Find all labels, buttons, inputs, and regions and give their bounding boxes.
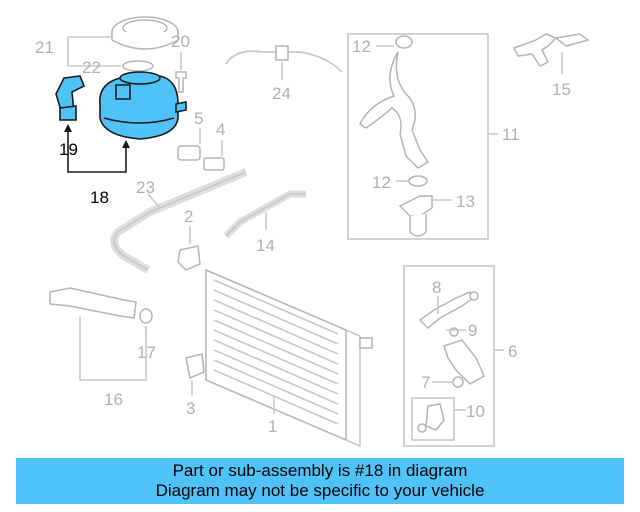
- bracket-18-19: [67, 128, 127, 173]
- callout-20: 20: [171, 32, 190, 51]
- callout-15: 15: [552, 80, 571, 99]
- callout-23: 23: [136, 178, 155, 197]
- callout-11: 11: [502, 125, 520, 144]
- callout-13: 13: [456, 192, 475, 211]
- callout-9: 9: [468, 321, 477, 340]
- callout-16: 16: [104, 390, 123, 409]
- pipe-part-16: [49, 287, 137, 319]
- callout-5: 5: [194, 109, 203, 128]
- callout-21: 21: [35, 38, 54, 57]
- callout-18: 18: [90, 188, 109, 207]
- box-11: [347, 33, 489, 240]
- connector-part-13: [398, 195, 433, 237]
- box-10: [411, 397, 455, 441]
- callout-6: 6: [508, 342, 517, 361]
- connector-part-4: [203, 157, 225, 171]
- callout-12b: 12: [372, 173, 391, 192]
- callout-4: 4: [216, 120, 225, 139]
- bolt-part-20: [175, 71, 187, 93]
- callout-17: 17: [137, 343, 156, 362]
- seal-part-22: [122, 60, 154, 72]
- hose-part-11: [359, 35, 430, 169]
- bracket-part-2: [177, 245, 201, 271]
- leader-16: [79, 316, 147, 381]
- cap-part-21: [111, 16, 179, 50]
- info-banner: Part or sub-assembly is #18 in diagram D…: [16, 458, 624, 504]
- arrow-19: [64, 124, 72, 132]
- callout-22: 22: [82, 58, 101, 77]
- callout-7: 7: [421, 373, 430, 392]
- leader-21-22: [67, 36, 121, 67]
- radiator-part-1: [205, 268, 373, 448]
- hose-part-24: [225, 45, 343, 73]
- seal-part-17: [139, 308, 153, 324]
- seal-part-7: [452, 376, 464, 388]
- callout-3: 3: [186, 399, 195, 418]
- sensor-part-5: [177, 145, 201, 161]
- callout-8: 8: [432, 278, 441, 297]
- hose-part-19: [55, 75, 86, 121]
- callout-24: 24: [272, 84, 291, 103]
- callout-19: 19: [59, 140, 78, 159]
- arrow-18: [122, 140, 130, 148]
- banner-line-2: Diagram may not be specific to your vehi…: [155, 481, 485, 500]
- parts-diagram: 21 22 20 19 18 24 12 11 12: [35, 16, 590, 448]
- leader-23: [147, 193, 161, 209]
- pipe-part-14: [223, 190, 306, 239]
- hose-part-23: [110, 168, 248, 274]
- hose-part-15: [512, 33, 590, 67]
- callout-2: 2: [184, 207, 193, 226]
- clamp-part-12: [408, 175, 428, 187]
- expansion-tank-part-18: [99, 71, 187, 140]
- callout-12a: 12: [352, 37, 371, 56]
- callout-14: 14: [256, 236, 275, 255]
- mount-part-3: [185, 353, 205, 380]
- fitting-part-10: [417, 403, 445, 433]
- box-6: [403, 265, 495, 447]
- pump-part-6: [443, 339, 485, 385]
- banner-line-1: Part or sub-assembly is #18 in diagram: [172, 461, 468, 480]
- callout-1: 1: [268, 417, 277, 436]
- hose-part-8: [418, 291, 479, 330]
- callout-10: 10: [466, 402, 485, 421]
